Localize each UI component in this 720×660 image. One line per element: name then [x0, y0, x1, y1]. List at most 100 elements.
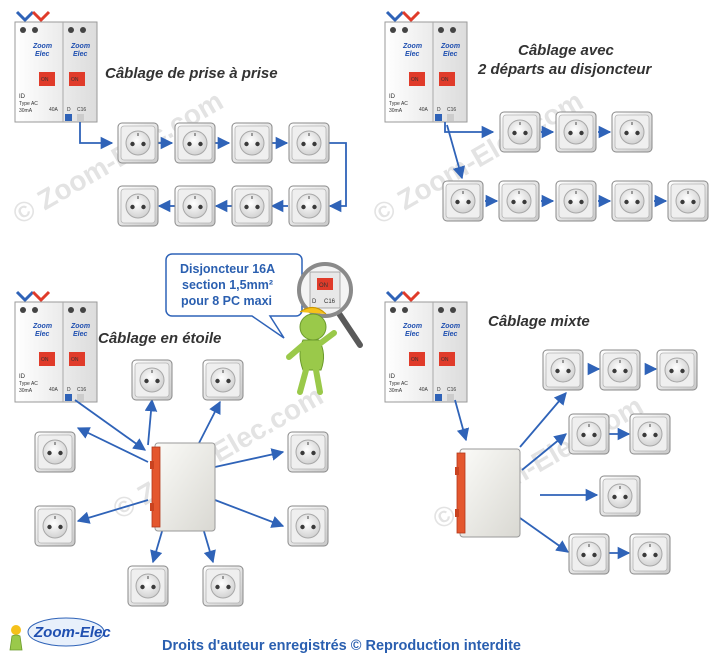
breaker-c16-label: C16 — [447, 107, 456, 113]
socket — [611, 111, 653, 153]
socket — [599, 349, 641, 391]
breaker-c16-label: C16 — [77, 107, 86, 113]
breaker-panel: Zoom Elec Zoom Elec ON ON ID Type AC 30m… — [14, 10, 98, 123]
arrows-etoile — [74, 398, 285, 564]
breaker-id-label: ID — [389, 94, 396, 100]
breaker-sens-label: 30mA — [389, 388, 403, 394]
breaker-on-label: ON — [71, 357, 79, 363]
breaker-sens-label: 30mA — [19, 388, 33, 394]
socket — [555, 111, 597, 153]
breaker-brand: Elec — [443, 331, 458, 338]
breaker-rating: 40A — [419, 387, 429, 393]
arrows-mixte — [454, 362, 658, 560]
socket — [568, 413, 610, 455]
socket — [629, 533, 671, 575]
breaker-brand: Zoom — [440, 43, 460, 50]
breaker-brand: Elec — [405, 51, 420, 58]
breaker-id-label: ID — [19, 94, 26, 100]
socket — [34, 431, 76, 473]
breaker-rating: 40A — [49, 107, 59, 113]
socket — [667, 180, 709, 222]
breaker-id-label: ID — [19, 374, 26, 380]
breaker-panel: Zoom Elec Zoom Elec ON ON ID Type AC 30m… — [384, 290, 468, 403]
socket — [202, 565, 244, 607]
magnifier-d-label: D — [312, 299, 317, 305]
socket — [117, 122, 159, 164]
arrows-deux-departs — [444, 122, 668, 208]
breaker-brand: Zoom — [70, 323, 90, 330]
breaker-on-label: ON — [441, 357, 449, 363]
info-bubble: Disjoncteur 16A section 1,5mm² pour 8 PC… — [165, 253, 303, 339]
socket — [117, 185, 159, 227]
breaker-on-label: ON — [411, 77, 419, 83]
junction-box — [454, 448, 521, 538]
socket — [288, 185, 330, 227]
breaker-brand: Elec — [73, 331, 88, 338]
breaker-type-label: Type AC — [19, 381, 38, 387]
breaker-rating: 40A — [49, 387, 59, 393]
socket — [174, 185, 216, 227]
breaker-on-label: ON — [71, 77, 79, 83]
breaker-sens-label: 30mA — [19, 108, 33, 114]
socket — [555, 180, 597, 222]
arrows-prise — [79, 122, 347, 213]
breaker-brand: Elec — [73, 51, 88, 58]
breaker-panel: Zoom Elec Zoom Elec ON ON ID Type AC 30m… — [14, 290, 98, 403]
breaker-brand: Elec — [35, 331, 50, 338]
breaker-brand: Elec — [405, 331, 420, 338]
socket — [231, 122, 273, 164]
socket — [599, 475, 641, 517]
bubble-line-3: pour 8 PC maxi — [181, 294, 272, 308]
breaker-brand: Zoom — [32, 43, 52, 50]
breaker-type-label: Type AC — [389, 101, 408, 107]
bubble-line-2: section 1,5mm² — [182, 278, 273, 292]
breaker-brand: Zoom — [32, 323, 52, 330]
footer-copyright: Droits d'auteur enregistrés © Reproducti… — [162, 638, 521, 654]
breaker-type-label: Type AC — [389, 381, 408, 387]
footer-logo-text: Zoom-Elec — [33, 624, 111, 641]
socket — [288, 122, 330, 164]
breaker-rating: 40A — [419, 107, 429, 113]
breaker-on-label: ON — [411, 357, 419, 363]
title-etoile: Câblage en étoile — [98, 330, 221, 347]
socket — [131, 359, 173, 401]
breaker-c16-label: C16 — [447, 387, 456, 393]
magnifier-c16-label: C16 — [324, 299, 336, 305]
breaker-on-label: ON — [441, 77, 449, 83]
socket — [499, 111, 541, 153]
breaker-id-label: ID — [389, 374, 396, 380]
breaker-type-label: Type AC — [19, 101, 38, 107]
breaker-d-label: D — [67, 107, 71, 113]
socket — [287, 431, 329, 473]
socket — [231, 185, 273, 227]
socket — [629, 413, 671, 455]
socket — [174, 122, 216, 164]
socket — [127, 565, 169, 607]
socket — [287, 505, 329, 547]
breaker-brand: Zoom — [440, 323, 460, 330]
socket — [542, 349, 584, 391]
mascot-with-magnifier: ON D C16 — [286, 262, 363, 395]
breaker-brand: Zoom — [402, 323, 422, 330]
breaker-on-label: ON — [41, 77, 49, 83]
breaker-brand: Elec — [35, 51, 50, 58]
title-mixte: Câblage mixte — [488, 313, 590, 330]
title-deux-departs-line1: Câblage avec — [518, 42, 615, 59]
socket — [202, 359, 244, 401]
socket — [656, 349, 698, 391]
socket — [34, 505, 76, 547]
breaker-brand: Elec — [443, 51, 458, 58]
breaker-c16-label: C16 — [77, 387, 86, 393]
breaker-panel: Zoom Elec Zoom Elec ON ON ID Type AC 30m… — [384, 10, 468, 123]
footer-logo: Zoom-Elec — [9, 617, 111, 651]
magnifier-on-label: ON — [319, 283, 328, 289]
breaker-d-label: D — [437, 107, 441, 113]
junction-box — [149, 442, 216, 532]
breaker-sens-label: 30mA — [389, 108, 403, 114]
title-deux-departs-line2: 2 départs au disjoncteur — [477, 61, 653, 78]
socket — [498, 180, 540, 222]
breaker-d-label: D — [437, 387, 441, 393]
breaker-brand: Zoom — [70, 43, 90, 50]
socket — [611, 180, 653, 222]
